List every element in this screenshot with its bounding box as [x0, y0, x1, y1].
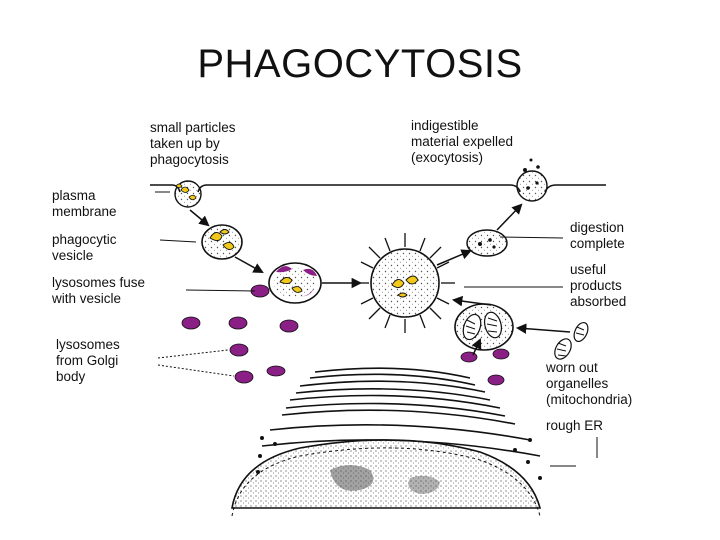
- svg-text:lysosomes: lysosomes: [56, 337, 120, 352]
- label-rough-er: rough ER: [546, 418, 603, 433]
- svg-text:worn out: worn out: [545, 360, 598, 375]
- svg-text:complete: complete: [570, 236, 625, 251]
- label-digestion-complete: digestion complete: [570, 220, 625, 251]
- lysosomes: [181, 316, 510, 386]
- label-lysosomes-golgi: lysosomes from Golgi body: [56, 337, 120, 384]
- svg-text:lysosomes fuse: lysosomes fuse: [52, 275, 145, 290]
- svg-text:organelles: organelles: [546, 376, 609, 391]
- page-title: PHAGOCYTOSIS: [197, 42, 523, 86]
- label-small-particles: small particles taken up by phagocytosis: [150, 120, 236, 167]
- svg-text:products: products: [570, 278, 622, 293]
- fused-vesicle: [250, 262, 322, 304]
- svg-text:taken up by: taken up by: [150, 136, 220, 151]
- svg-text:phagocytosis: phagocytosis: [150, 152, 229, 167]
- exocytosis-vesicle: [516, 158, 548, 202]
- uptake-vesicle: [174, 180, 202, 208]
- label-useful-products: useful products absorbed: [570, 262, 626, 309]
- svg-text:plasma: plasma: [52, 188, 96, 203]
- label-indigestible: indigestible material expelled (exocytos…: [411, 118, 513, 165]
- leader-lines: [155, 191, 598, 467]
- svg-text:(mitochondria): (mitochondria): [546, 392, 632, 407]
- svg-text:(exocytosis): (exocytosis): [411, 150, 483, 165]
- phagocytic-vesicle: [201, 224, 243, 260]
- digestion-complete-vesicle: [466, 229, 508, 257]
- svg-text:absorbed: absorbed: [570, 294, 626, 309]
- svg-text:body: body: [56, 369, 86, 384]
- svg-text:rough ER: rough ER: [546, 418, 603, 433]
- svg-text:indigestible: indigestible: [411, 118, 479, 133]
- label-plasma-membrane: plasma membrane: [52, 188, 117, 219]
- autophagic-vesicle: [454, 303, 514, 351]
- svg-text:digestion: digestion: [570, 220, 624, 235]
- label-lysosomes-fuse: lysosomes fuse with vesicle: [51, 275, 145, 306]
- label-worn-out: worn out organelles (mitochondria): [545, 360, 632, 407]
- process-arrows: [189, 203, 571, 356]
- svg-text:material expelled: material expelled: [411, 134, 513, 149]
- worn-mitochondria: [554, 321, 589, 360]
- label-phagocytic-vesicle: phagocytic vesicle: [52, 232, 117, 263]
- digestion-vesicle: [355, 233, 455, 333]
- nucleus: [231, 436, 542, 517]
- svg-text:from Golgi: from Golgi: [56, 353, 118, 368]
- svg-text:with vesicle: with vesicle: [51, 291, 121, 306]
- svg-text:small particles: small particles: [150, 120, 236, 135]
- svg-text:useful: useful: [570, 262, 606, 277]
- svg-text:vesicle: vesicle: [52, 248, 93, 263]
- svg-text:membrane: membrane: [52, 204, 117, 219]
- svg-text:phagocytic: phagocytic: [52, 232, 117, 247]
